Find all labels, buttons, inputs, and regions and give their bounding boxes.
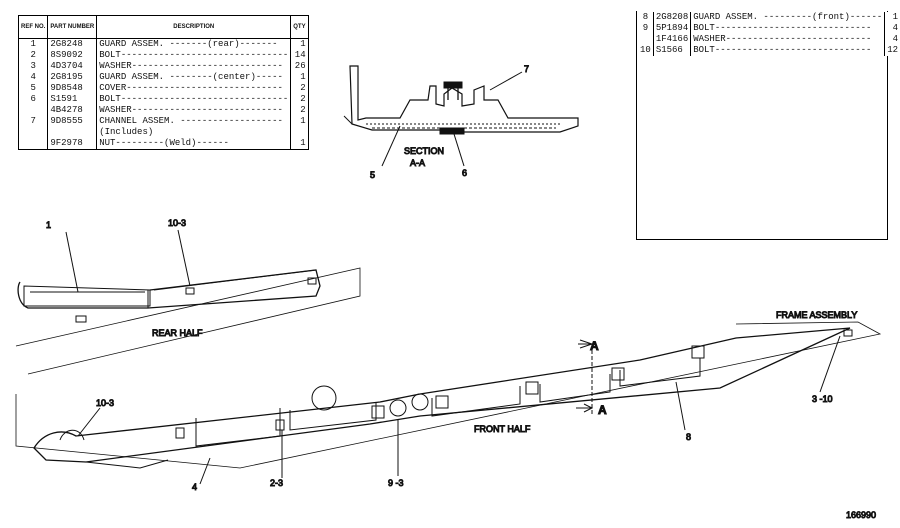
ref-cell: 6	[18, 94, 49, 105]
part-number-cell	[47, 127, 98, 138]
callout-10-3-rear: 10-3	[168, 218, 186, 228]
col-part-number-header: PART NUMBER	[47, 15, 98, 39]
ref-cell: 2	[18, 50, 49, 61]
qty-cell: 12	[887, 45, 899, 55]
part-number-cell: 9D8555	[47, 116, 98, 127]
section-arrow-a-upper: A	[590, 339, 599, 353]
ref-cell: 1	[18, 38, 49, 50]
description-cell: COVER-----------------------------	[96, 83, 292, 94]
table-header-row: REF NO. PART NUMBER DESCRIPTION QTY	[18, 15, 309, 39]
callout-6: 6	[462, 168, 467, 178]
callout-8: 8	[686, 432, 691, 442]
part-number-cell: 2G8195	[47, 72, 98, 83]
center-front-assembly	[15, 321, 882, 485]
ref-cell: 8	[642, 12, 649, 22]
figure-number: 166990	[846, 510, 876, 520]
callout-2-3: 2-3	[270, 478, 283, 488]
description-cell: GUARD ASSEM. ---------(front)------	[690, 12, 886, 23]
front-half-label: FRONT HALF	[474, 424, 531, 434]
qty-cell: 26	[294, 61, 306, 71]
ref-cell: 7	[18, 116, 49, 127]
ref-cell: 10	[640, 45, 651, 55]
callout-5: 5	[370, 170, 375, 180]
description-cell: GUARD ASSEM. -------(rear)-------	[96, 38, 292, 50]
rear-half-label: REAR HALF	[152, 328, 203, 338]
col-description-header: DESCRIPTION	[96, 15, 292, 39]
qty-cell: 1	[300, 72, 306, 82]
table-row: 9F2978 NUT---------(Weld)------ 1	[18, 138, 309, 150]
ref-cell: 9	[642, 23, 649, 33]
description-cell: NUT---------(Weld)------	[96, 138, 292, 150]
section-aa-label: A-A	[410, 158, 425, 168]
part-number-cell: 1F4166	[652, 34, 692, 45]
part-number-cell: 9D8548	[47, 83, 98, 94]
parts-table-right-frame	[636, 11, 888, 240]
ref-cell: 4	[18, 72, 49, 83]
callout-1: 1	[46, 220, 51, 230]
description-cell: GUARD ASSEM. --------(center)-----	[96, 72, 292, 83]
qty-cell: 4	[892, 23, 899, 33]
description-cell: BOLT-----------------------------	[690, 45, 886, 56]
callout-10-3-front: 10-3	[96, 398, 114, 408]
description-cell: BOLT-----------------------------	[690, 23, 886, 34]
qty-cell: 2	[300, 83, 306, 93]
qty-cell: 2	[300, 105, 306, 115]
ref-cell: 3	[18, 61, 49, 72]
callout-3-10: 3 -10	[812, 394, 833, 404]
qty-cell: 1	[300, 116, 306, 126]
description-cell: BOLT-------------------------------	[96, 50, 292, 61]
ref-cell	[18, 127, 49, 138]
part-number-cell: S1591	[47, 94, 98, 105]
table-row: (Includes)	[18, 127, 309, 138]
part-number-cell: 8S9092	[47, 50, 98, 61]
description-cell: WASHER---------------------------	[690, 34, 886, 45]
ref-cell	[18, 138, 49, 150]
qty-cell: 14	[294, 50, 306, 60]
description-cell: (Includes)	[96, 127, 292, 138]
callout-4: 4	[192, 482, 197, 492]
part-number-cell: 4D3704	[47, 61, 98, 72]
part-number-cell: 9F2978	[47, 138, 98, 150]
frame-assembly-label: FRAME ASSEMBLY	[776, 310, 857, 320]
ref-cell	[18, 105, 49, 116]
description-cell: WASHER----------------------------	[96, 61, 292, 72]
qty-cell: 2	[300, 94, 306, 104]
part-number-cell: 2G8248	[47, 38, 98, 50]
callout-7: 7	[524, 64, 529, 74]
part-number-cell: 5P1894	[652, 23, 692, 34]
description-cell: WASHER----------------------------	[96, 105, 292, 116]
section-label: SECTION	[404, 146, 444, 156]
ref-cell: 5	[18, 83, 49, 94]
qty-cell: 1	[892, 12, 899, 22]
col-qty-header: QTY	[290, 15, 309, 39]
section-a-a-view	[343, 65, 579, 167]
callout-9-3: 9 -3	[388, 478, 404, 488]
rear-half-assembly	[15, 229, 361, 375]
part-number-cell: 2G8208	[652, 12, 692, 23]
part-number-cell: 4B4278	[47, 105, 98, 116]
section-arrow-a-lower: A	[598, 403, 607, 417]
description-cell: CHANNEL ASSEM. -------------------	[96, 116, 292, 127]
qty-cell: 4	[892, 34, 899, 44]
qty-cell: 1	[300, 138, 306, 148]
description-cell: BOLT-------------------------------	[96, 94, 292, 105]
col-ref-header: REF NO.	[18, 15, 49, 39]
part-number-cell: S1566	[652, 45, 692, 56]
qty-cell: 1	[300, 39, 306, 49]
